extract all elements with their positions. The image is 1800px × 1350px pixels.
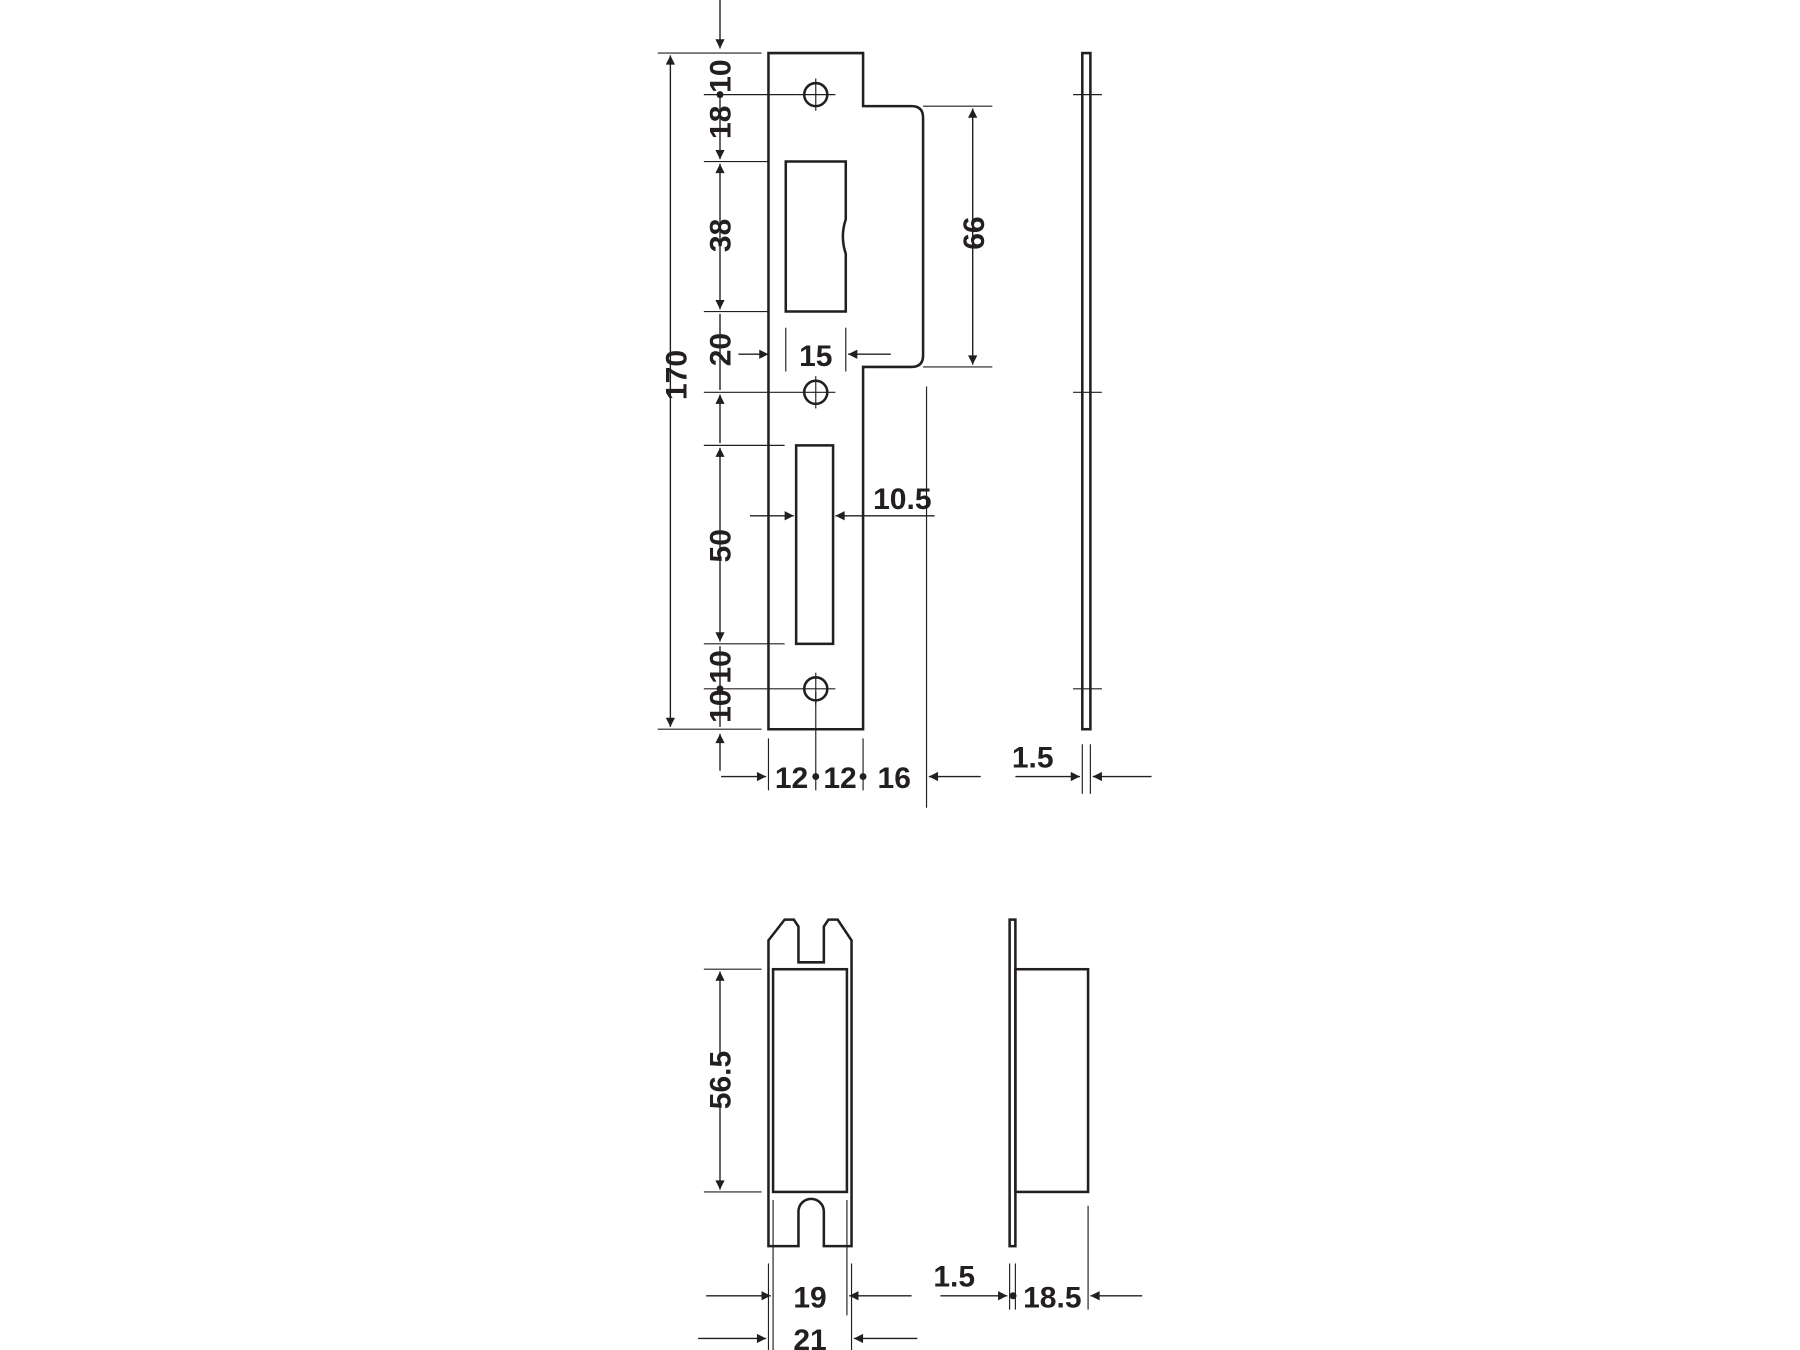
keeper-depth-label: 18.5	[1023, 1281, 1081, 1314]
dim-12-a-label: 12	[775, 762, 808, 795]
dim-18-label: 18	[704, 106, 737, 139]
screw-hole-middle	[796, 376, 836, 409]
box-keeper-pocket	[771, 967, 849, 1194]
dim-170-label: 170	[661, 350, 694, 400]
dim-10-b-label: 10	[704, 689, 737, 722]
box-keeper-outline	[767, 918, 853, 1248]
dim-19-label: 19	[793, 1281, 826, 1314]
dim-21-label: 21	[793, 1324, 826, 1350]
dim-12-b-label: 12	[823, 762, 856, 795]
dim-38-label: 38	[704, 219, 737, 252]
latch-slot	[784, 160, 848, 313]
dim-10.5-label: 10.5	[873, 483, 931, 516]
keeper-side-box	[1014, 967, 1090, 1194]
extension-lines	[657, 52, 993, 808]
dim-50-label: 50	[704, 529, 737, 562]
strike-plate-side-view: 1.5	[1012, 51, 1152, 794]
box-keeper-front-view: 56.5 19 21	[698, 918, 918, 1350]
side-plate-outline	[1081, 51, 1092, 731]
strike-plate-outline	[767, 51, 925, 731]
dim-20-label: 20	[704, 333, 737, 366]
strike-plate-front-view: 170 10 18 38 20 50 10 10 66 15 10.5 12 1…	[657, 0, 993, 808]
dim-10-a-label: 10	[704, 650, 737, 683]
dim-66-label: 66	[958, 216, 991, 249]
dim-56.5-label: 56.5	[704, 1051, 737, 1109]
dim-10-top-label: 10	[704, 59, 737, 92]
bolt-slot	[794, 444, 835, 646]
dim-15-label: 15	[799, 340, 832, 373]
keeper-plate-thickness-label: 1.5	[933, 1261, 975, 1294]
side-thickness-label: 1.5	[1012, 741, 1054, 774]
box-keeper-side-view: 1.5 18.5	[933, 918, 1143, 1314]
dim-16-label: 16	[878, 762, 911, 795]
screw-hole-top	[796, 78, 836, 111]
